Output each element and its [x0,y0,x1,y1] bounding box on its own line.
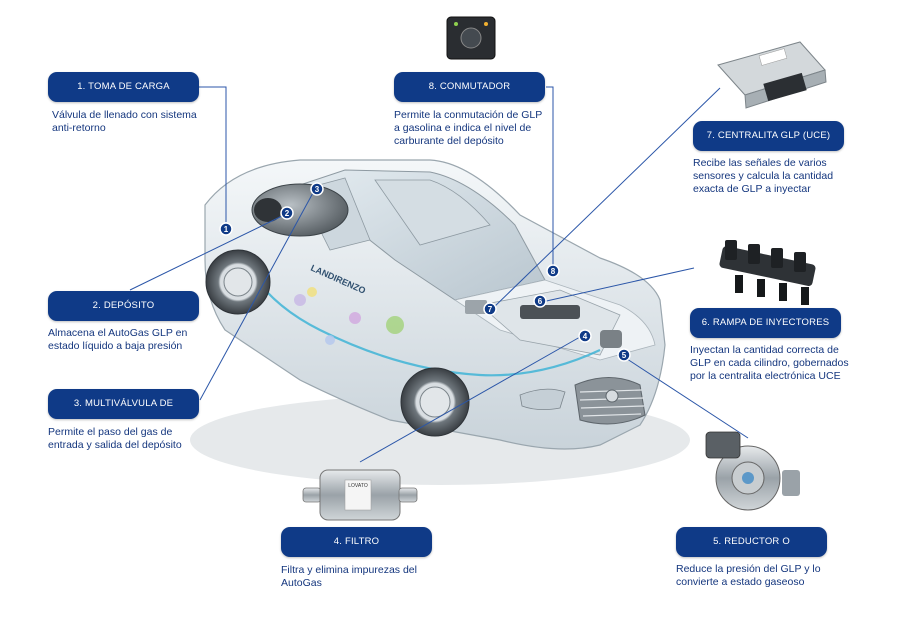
label-rampa-inyectores: 6. RAMPA DE INYECTORES [690,308,841,338]
ecu-device [717,41,827,109]
desc-deposito: Almacena el AutoGas GLP en estado líquid… [48,327,188,352]
marker-4: 4 [578,329,592,343]
label-toma-de-carga: 1. TOMA DE CARGA [48,72,199,102]
gas-tank [251,183,349,237]
label-conmutador: 8. CONMUTADOR [394,72,545,102]
filter-device: LOVATO [302,469,418,521]
desc-reductor: Reduce la presión del GLP y lo convierte… [676,563,821,588]
desc-centralita: Recibe las señales de varios sensores y … [693,157,834,195]
reducer-device [705,431,800,511]
label-deposito: 2. DEPÓSITO [48,291,199,321]
label-reductor: 5. REDUCTOR O GASIFICADORA [676,527,827,577]
marker-2: 2 [280,206,294,220]
markers: 1 2 3 4 5 6 7 8 [219,182,631,362]
svg-text:3: 3 [315,185,320,194]
desc-toma-de-carga: Válvula de llenado con sistema anti-reto… [52,109,197,134]
injector-rail-device [719,240,816,305]
label-centralita: 7. CENTRALITA GLP (UCE) [693,121,844,151]
svg-text:5: 5 [622,351,627,360]
svg-text:2: 2 [285,209,290,218]
marker-5: 5 [617,348,631,362]
svg-text:7: 7 [488,305,493,314]
svg-text:1: 1 [224,225,229,234]
desc-rampa-inyectores: Inyectan la cantidad correcta de GLP en … [690,344,849,382]
svg-text:4: 4 [583,332,588,341]
marker-8: 8 [546,264,560,278]
label-multivalvula: 3. MULTIVÁLVULA DE DEPÓSITO [48,389,199,439]
switch-device [446,16,496,60]
desc-conmutador: Permite la conmutación de GLP a gasolina… [394,109,543,147]
connector-lines [129,86,749,463]
car-illustration: LANDIRENZO [204,159,666,450]
svg-text:6: 6 [538,297,543,306]
marker-7: 7 [483,302,497,316]
desc-multivalvula: Permite el paso del gas de entrada y sal… [48,426,182,451]
marker-3: 3 [310,182,324,196]
marker-6: 6 [533,294,547,308]
label-filtro: 4. FILTRO [281,527,432,557]
filter-brand: LOVATO [348,483,368,489]
marker-1: 1 [219,222,233,236]
desc-filtro: Filtra y elimina impurezas del AutoGas [281,564,417,589]
svg-text:8: 8 [551,267,556,276]
